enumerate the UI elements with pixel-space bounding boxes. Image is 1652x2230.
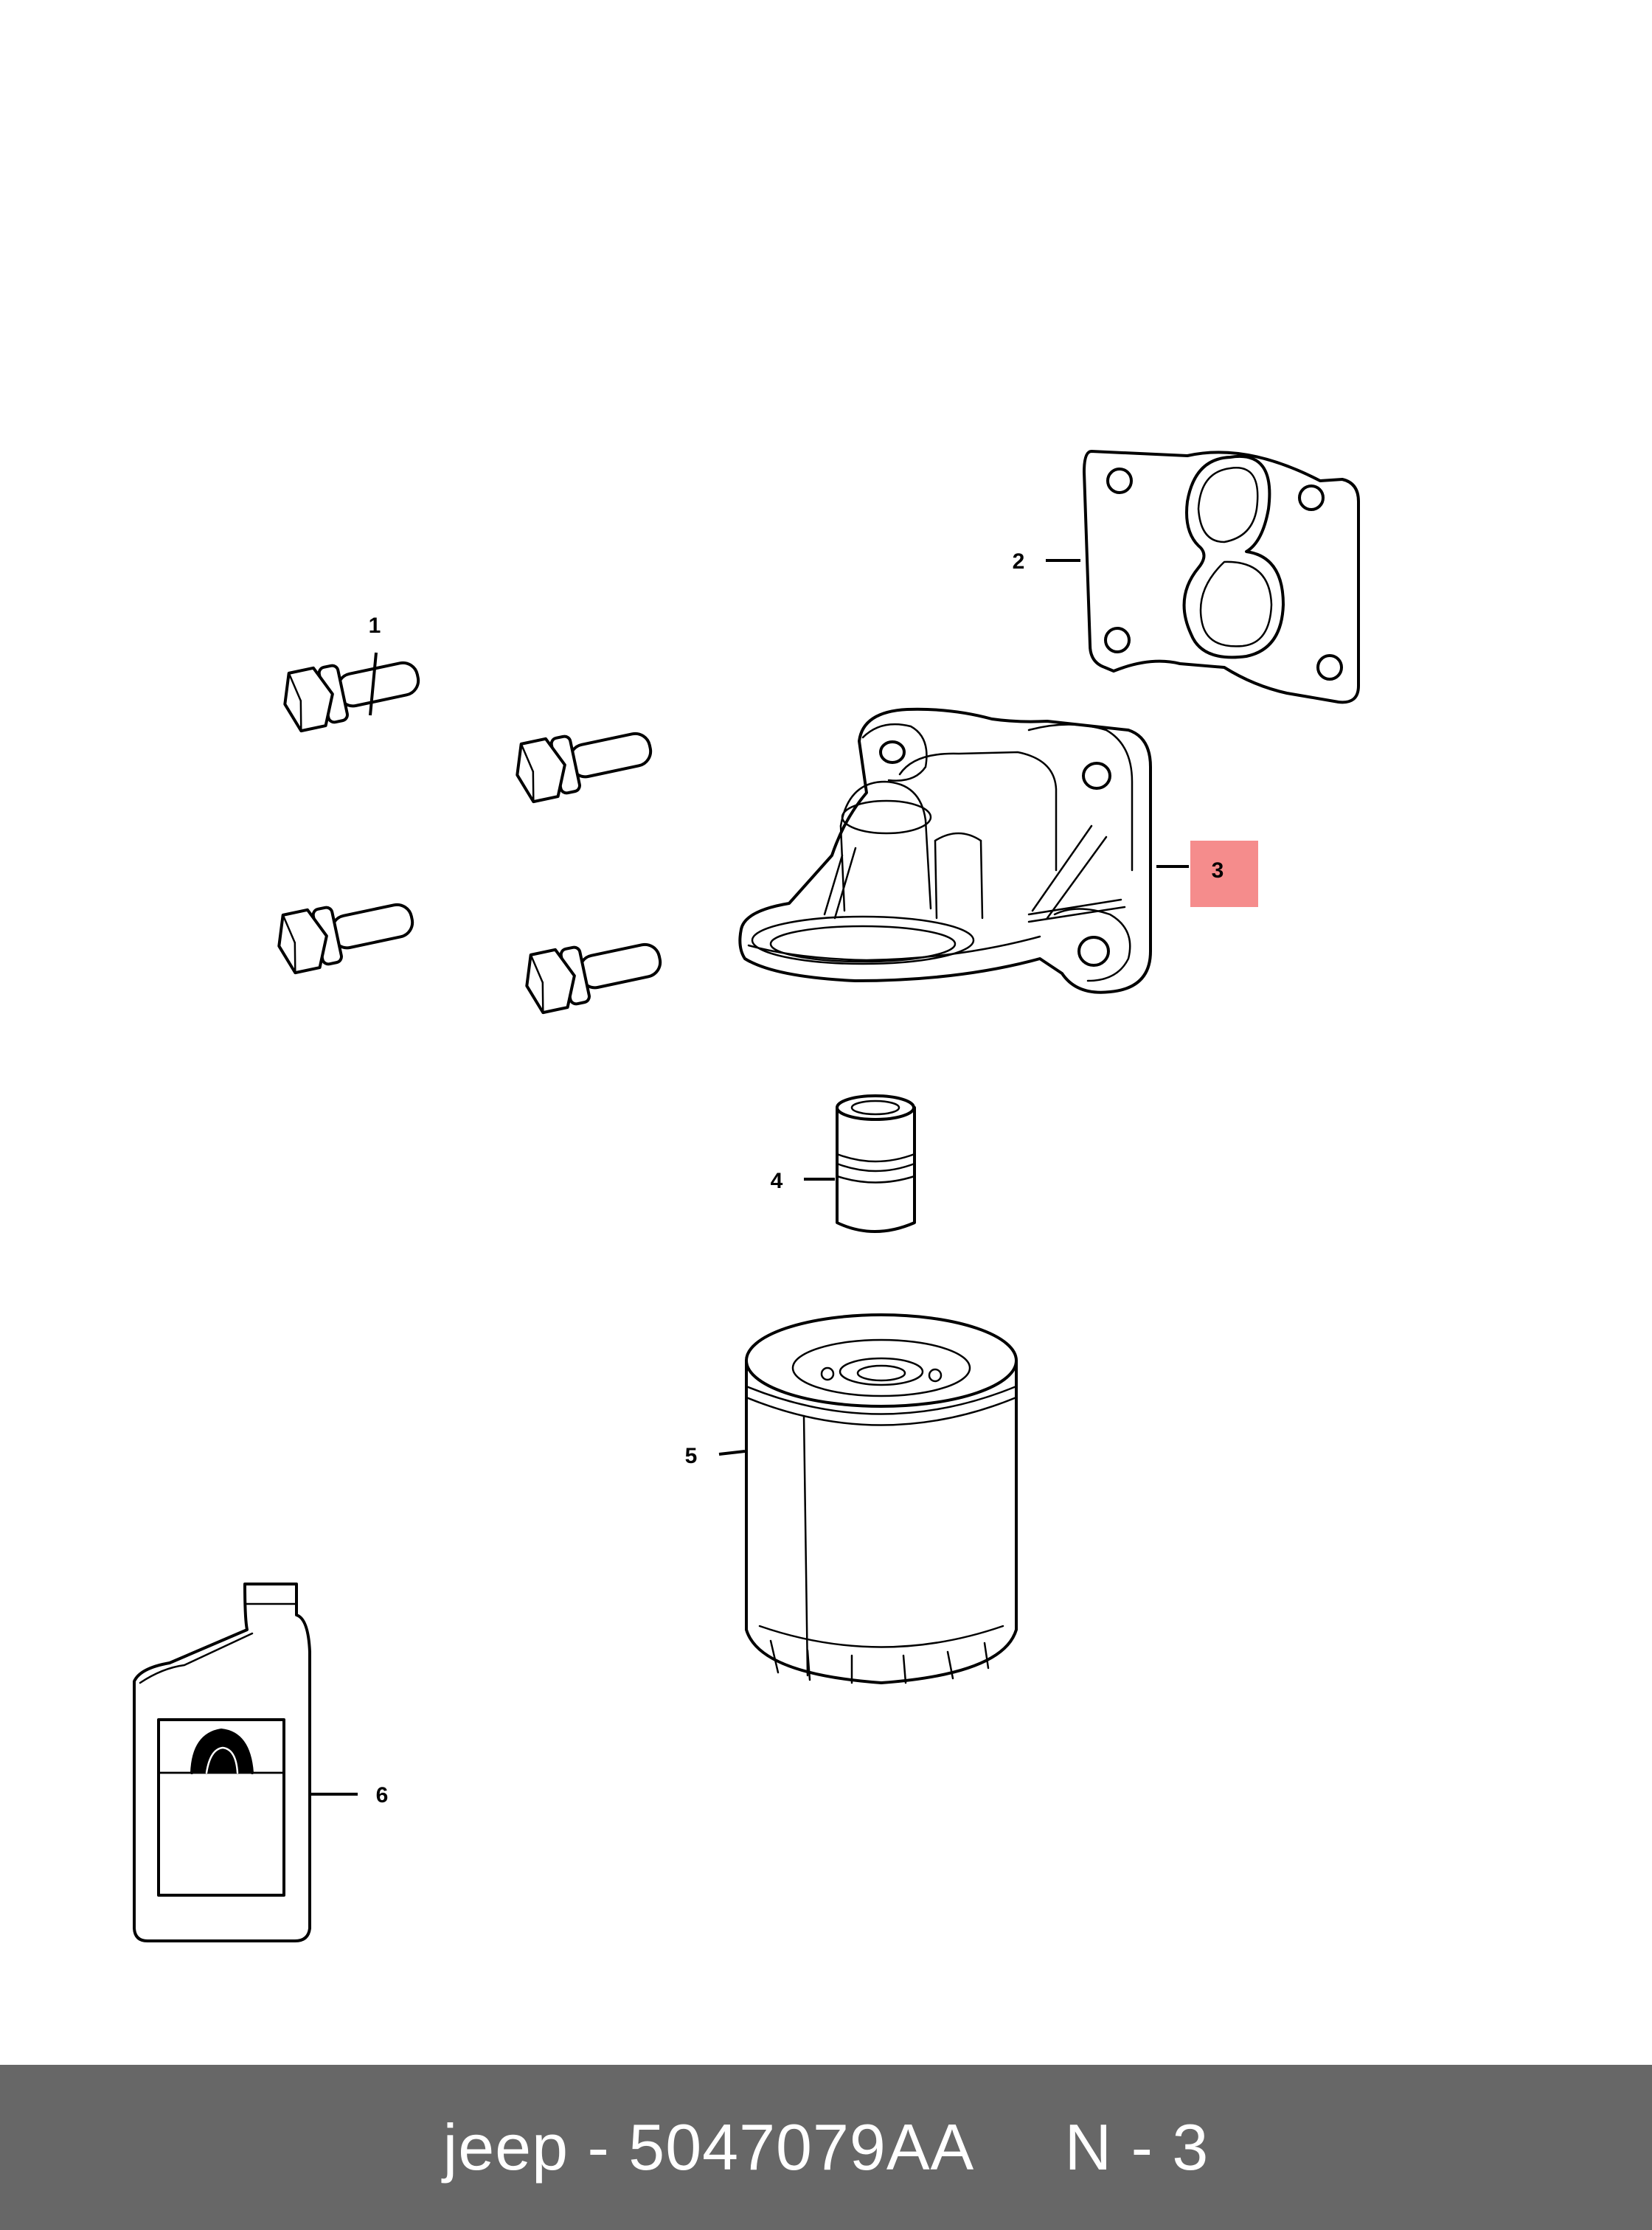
footer-part-label: jeep - 5047079AA N - 3 (442, 2111, 1210, 2184)
parts-diagram: 1 2 (133, 450, 1360, 1942)
bolt-2 (516, 732, 653, 804)
callout-3: 3 (1212, 858, 1224, 883)
footer-bar: jeep - 5047079AA N - 3 (0, 2065, 1652, 2230)
filter-adapter-part-3 (738, 707, 1189, 994)
oil-bottle-part-6 (133, 1583, 358, 1942)
bolt-4 (525, 942, 662, 1015)
callout-5: 5 (685, 1444, 698, 1468)
callout-1: 1 (369, 614, 381, 638)
callout-6: 6 (376, 1783, 389, 1807)
callout-3-highlight (1190, 841, 1258, 907)
bolt-3 (277, 903, 414, 975)
gasket-part-2 (1046, 450, 1360, 704)
bolt-1 (283, 661, 420, 733)
callout-2: 2 (1013, 549, 1025, 574)
oil-filter-part-5 (718, 1313, 1018, 1684)
bolts-part-1 (277, 652, 662, 1015)
fitting-part-4 (804, 1094, 916, 1233)
callout-4: 4 (771, 1169, 783, 1193)
